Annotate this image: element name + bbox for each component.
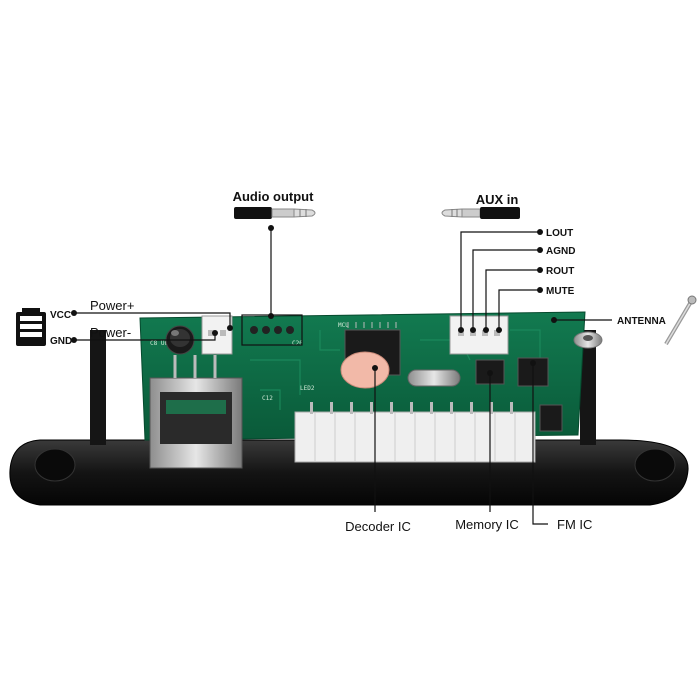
label-agnd: AGND <box>546 246 575 257</box>
fm-ic <box>517 357 563 432</box>
pcb-silk-text: LED2 <box>300 385 315 392</box>
pcb-silk-text: C20 <box>292 340 303 347</box>
label-aux-in: AUX in <box>476 192 519 207</box>
label-vcc: VCC <box>50 310 71 321</box>
label-memory-ic: Memory IC <box>455 517 519 532</box>
antenna-icon <box>664 295 697 346</box>
label-rout: ROUT <box>546 266 574 277</box>
label-lout: LOUT <box>546 228 573 239</box>
pcb-silk-text: MCU <box>338 322 349 329</box>
bezel-hole-right <box>634 448 676 482</box>
aux-connector <box>449 315 509 355</box>
bezel-post-right <box>580 330 596 445</box>
bezel-hole-left <box>34 448 76 482</box>
label-antenna: ANTENNA <box>617 316 666 327</box>
bezel-post-left <box>90 330 106 445</box>
pcb-silk-text: C8 U6 <box>150 340 168 347</box>
battery-icon <box>16 308 46 346</box>
label-fm-ic: FM IC <box>557 517 592 532</box>
crystal <box>407 369 461 387</box>
antenna-screw <box>573 331 603 349</box>
label-mute: MUTE <box>546 286 575 297</box>
label-power-minus: Power- <box>90 325 131 340</box>
usb-port <box>149 355 243 469</box>
pcb-silk-text: C12 <box>262 395 273 402</box>
ic-sticker <box>340 351 390 389</box>
label-gnd: GND <box>50 336 72 347</box>
label-audio-output: Audio output <box>233 189 315 204</box>
label-power-plus: Power+ <box>90 298 134 313</box>
label-decoder-ic: Decoder IC <box>345 519 411 534</box>
aux-jack-icon <box>441 207 520 219</box>
callout-dots <box>71 225 557 376</box>
audio-jack-icon <box>234 207 316 219</box>
